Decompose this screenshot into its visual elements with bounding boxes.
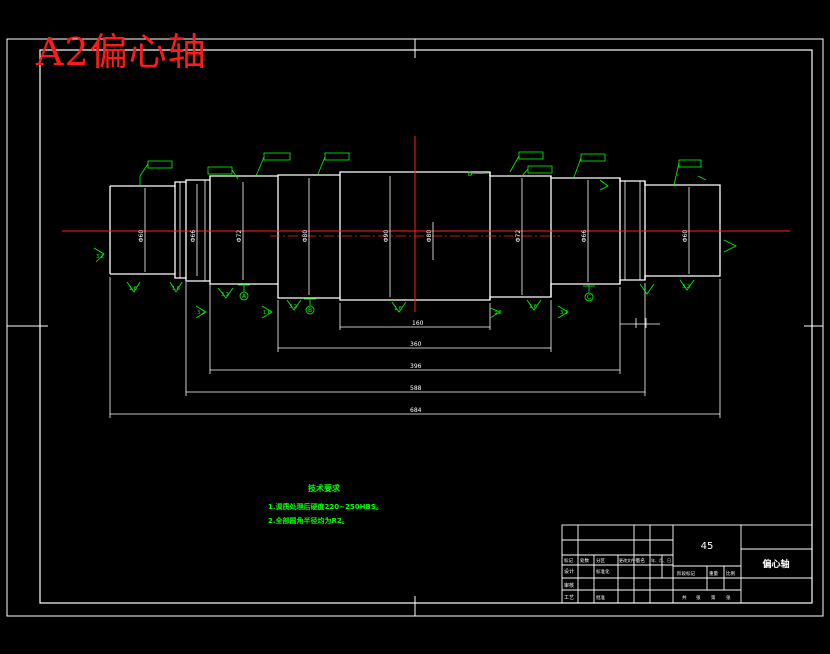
header-label-5: 年、月、日: [651, 557, 671, 563]
header-label-3: 更改文件号: [619, 557, 639, 563]
header-label-4: 签名: [636, 557, 645, 564]
length-labels: 160 360 396 588 684: [410, 320, 424, 414]
row-label-design: 设计: [564, 568, 574, 575]
row-label-process: 工艺: [564, 595, 574, 601]
header-label-1: 处数: [580, 557, 589, 564]
datum-b: B: [308, 307, 312, 314]
dim-360: 360: [410, 341, 422, 348]
roughness-9: 1.6: [529, 304, 537, 310]
title-block-text: 45 偏心轴 标记 处数 分区 更改文件号 签名 年、月、日 设计 审核 工艺 …: [564, 541, 790, 601]
header-label-2: 分区: [596, 557, 605, 564]
row-field-approve: 批准: [596, 594, 605, 601]
diameter-dim-lines: [144, 176, 690, 297]
datum-d: D: [468, 171, 473, 178]
roughness-5: 1.6: [263, 310, 271, 316]
diameter-label: Φ66: [581, 230, 588, 243]
diameter-labels: Φ60 Φ66 Φ72 Φ80 Φ90 Φ80 Φ72 Φ66 Φ60: [138, 230, 689, 243]
datum-a: A: [242, 293, 247, 300]
diameter-label: Φ72: [515, 230, 522, 243]
part-name: 偏心轴: [762, 558, 789, 570]
diameter-label: Φ66: [190, 230, 197, 243]
sheet-number: 第: [711, 594, 716, 601]
title-block: [561, 524, 813, 604]
dim-396: 396: [410, 363, 422, 370]
row-label-review: 审核: [564, 582, 574, 589]
material-value: 45: [701, 541, 714, 552]
diameter-label: Φ60: [682, 230, 689, 243]
diameter-label: Φ60: [138, 230, 145, 243]
scale-label: 比例: [726, 570, 735, 577]
technical-requirements: 技术要求 1.调质处理后硬度220~250HBS。 2.全部圆角半径均为R2。: [268, 483, 383, 525]
header-label-0: 标记: [564, 557, 573, 564]
tech-req-line-2: 2.全部圆角半径均为R2。: [268, 516, 349, 525]
tech-req-title: 技术要求: [308, 483, 341, 493]
diameter-label: Φ80: [426, 230, 433, 243]
roughness-4: 3.2: [221, 292, 229, 298]
datum-labels: A B C D: [242, 171, 591, 314]
roughness-1: 1.6: [129, 286, 137, 292]
roughness-10: 3.2: [560, 310, 568, 316]
roughness-11: 3.2: [682, 284, 690, 290]
roughness-labels: 3.2 1.6 1.6 3.2 3.2 1.6 3.2 1.6 3.2 1.6 …: [96, 254, 690, 316]
sheet-label: A2偏心轴: [36, 30, 207, 74]
dim-684: 684: [410, 407, 422, 414]
dim-160: 160: [412, 320, 424, 327]
dim-588: 588: [410, 385, 422, 392]
stage-label: 阶段标记: [677, 570, 695, 577]
weight-label: 重量: [709, 570, 718, 577]
tech-req-line-1: 1.调质处理后硬度220~250HBS。: [268, 502, 383, 511]
roughness-3: 3.2: [197, 310, 205, 316]
outer-frame: [6, 38, 824, 617]
inner-frame: [39, 49, 813, 604]
row-field-standard: 标准化: [596, 568, 610, 575]
length-dimensions: [109, 277, 721, 418]
roughness-2: 1.6: [172, 286, 180, 292]
datum-c: C: [587, 294, 591, 301]
roughness-7: 1.6: [394, 306, 402, 312]
sheet-unit-2: 张: [726, 594, 731, 601]
diameter-label: Φ80: [302, 230, 309, 243]
diameter-label: Φ72: [236, 230, 243, 243]
roughness-6: 3.2: [289, 304, 297, 310]
sheet-unit-1: 张: [696, 594, 701, 601]
gdt-annotations: [93, 151, 737, 319]
sheet-total: 共: [682, 594, 687, 601]
diameter-label: Φ90: [383, 230, 390, 243]
roughness-8: 3.2: [494, 310, 502, 316]
roughness-0: 3.2: [96, 254, 104, 260]
